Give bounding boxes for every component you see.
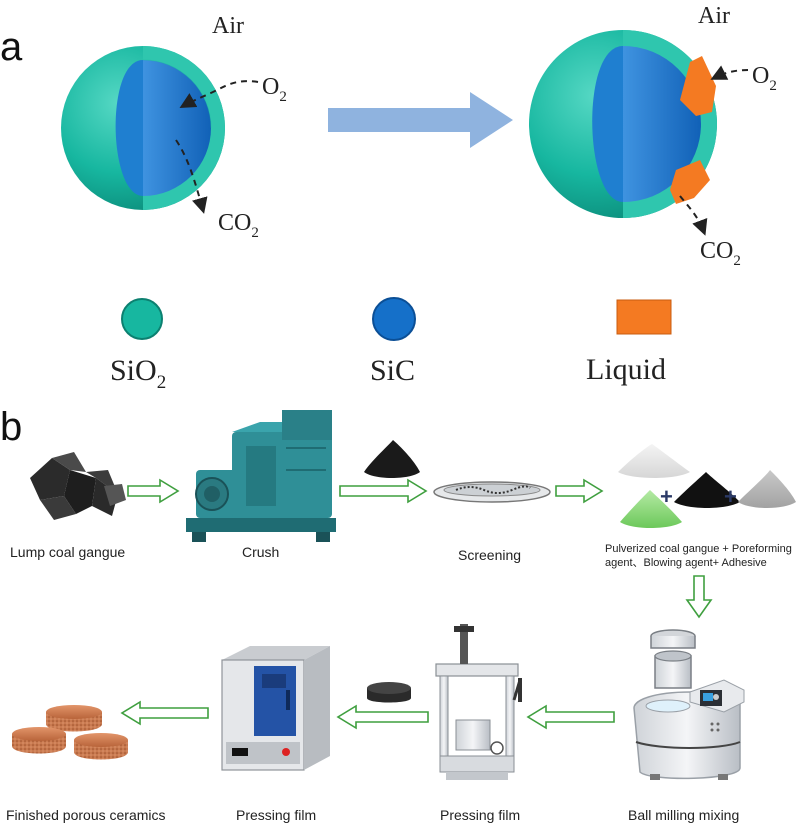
panel-a-label: a [0, 25, 23, 69]
flow-arrow-left-2 [336, 704, 429, 730]
flow-arrow-1 [127, 478, 180, 504]
ball-mill-label: Ball milling mixing [628, 807, 739, 823]
left-co2-out-arrow [175, 139, 208, 214]
left-o2-label: O2 [262, 74, 287, 105]
mixture-label-line1: Pulverized coal gangue + Poreforming [605, 543, 792, 555]
porous-ceramic-discs-icon [12, 705, 128, 760]
right-co2-label: CO2 [700, 238, 741, 269]
mixture-label-line2: agent、Blowing agent+ Adhesive [605, 557, 767, 569]
panel-b-label: b [0, 405, 22, 449]
transition-arrow [328, 92, 513, 148]
white-powder-pile [618, 444, 690, 478]
sphere-before-oxidation [61, 46, 225, 210]
ball-mill-machine-icon [633, 629, 745, 780]
lump-coal-label: Lump coal gangue [10, 544, 125, 560]
legend-sio2-label: SiO2 [110, 354, 166, 393]
green-powder-pile [620, 490, 682, 528]
legend-sic-swatch [372, 297, 416, 341]
right-o2-label: O2 [752, 63, 777, 94]
hydraulic-press-icon [435, 624, 522, 780]
flow-arrow-left-3 [120, 700, 209, 726]
black-additive-pile [674, 472, 740, 508]
left-co2-label: CO2 [218, 210, 259, 241]
furnace-label: Pressing film [236, 807, 316, 823]
flow-arrow-down [685, 575, 713, 619]
legend-liquid-swatch [616, 299, 672, 335]
crusher-machine-icon [186, 410, 336, 542]
furnace-icon [221, 646, 330, 771]
screening-label: Screening [458, 547, 521, 563]
right-o2-in-arrow [710, 65, 749, 80]
grey-powder-pile [738, 470, 796, 508]
plus-2: + [724, 484, 737, 509]
left-o2-in-arrow [179, 80, 259, 108]
flow-arrow-3 [555, 478, 604, 504]
legend-sio2-swatch [121, 298, 163, 340]
pressed-pellet-icon [367, 682, 411, 703]
finished-label: Finished porous ceramics [6, 807, 166, 823]
flow-arrow-left-1 [526, 704, 615, 730]
legend: SiO2 SiC Liquid [110, 297, 672, 393]
plus-1: + [660, 484, 673, 509]
lump-coal-icon [30, 452, 126, 520]
liquid-patch-bottom [670, 160, 710, 204]
flow-arrow-2 [339, 478, 428, 504]
pressing-label: Pressing film [440, 807, 520, 823]
left-air-label: Air [212, 13, 244, 39]
crush-label: Crush [242, 544, 279, 560]
legend-liquid-label: Liquid [586, 353, 666, 386]
sieve-dish-icon [433, 481, 551, 503]
legend-sic-label: SiC [370, 354, 415, 387]
right-air-label: Air [698, 3, 730, 29]
liquid-patch-top [680, 56, 716, 116]
black-powder-pile [364, 440, 420, 478]
right-co2-out-arrow [679, 195, 708, 236]
